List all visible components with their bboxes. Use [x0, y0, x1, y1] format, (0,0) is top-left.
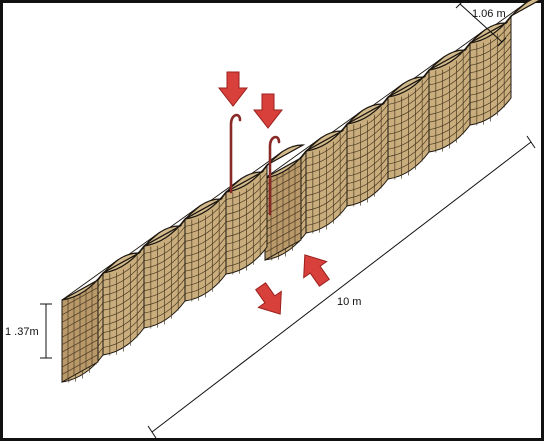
arrow-down-icon-right [252, 93, 284, 129]
length-label: 10 m [337, 296, 361, 308]
pin-icon-left [229, 113, 242, 194]
width-dimension-line [459, 3, 503, 43]
length-dimension-line [151, 141, 532, 433]
gabion-cell [184, 171, 265, 302]
arrow-right-icon-lower [255, 282, 282, 315]
gabion-cell [143, 198, 224, 329]
gabion-wall [61, 0, 542, 383]
gabion-cell [305, 103, 386, 234]
gabion-cell [61, 252, 142, 383]
pin-icon-right [268, 135, 281, 216]
gabion-cell [387, 49, 468, 180]
gabion-cell [264, 130, 345, 261]
gabion-cell [102, 225, 183, 356]
gabion-cell [346, 76, 427, 207]
instruction-arrows [217, 71, 330, 315]
dimension-lines [40, 0, 536, 439]
arrow-down-icon-left [217, 71, 249, 107]
width-label: 1.06 m [472, 8, 506, 20]
height-label: 1 .37m [5, 326, 39, 338]
arrow-left-icon-upper [303, 254, 330, 287]
joining-pins [229, 113, 281, 216]
